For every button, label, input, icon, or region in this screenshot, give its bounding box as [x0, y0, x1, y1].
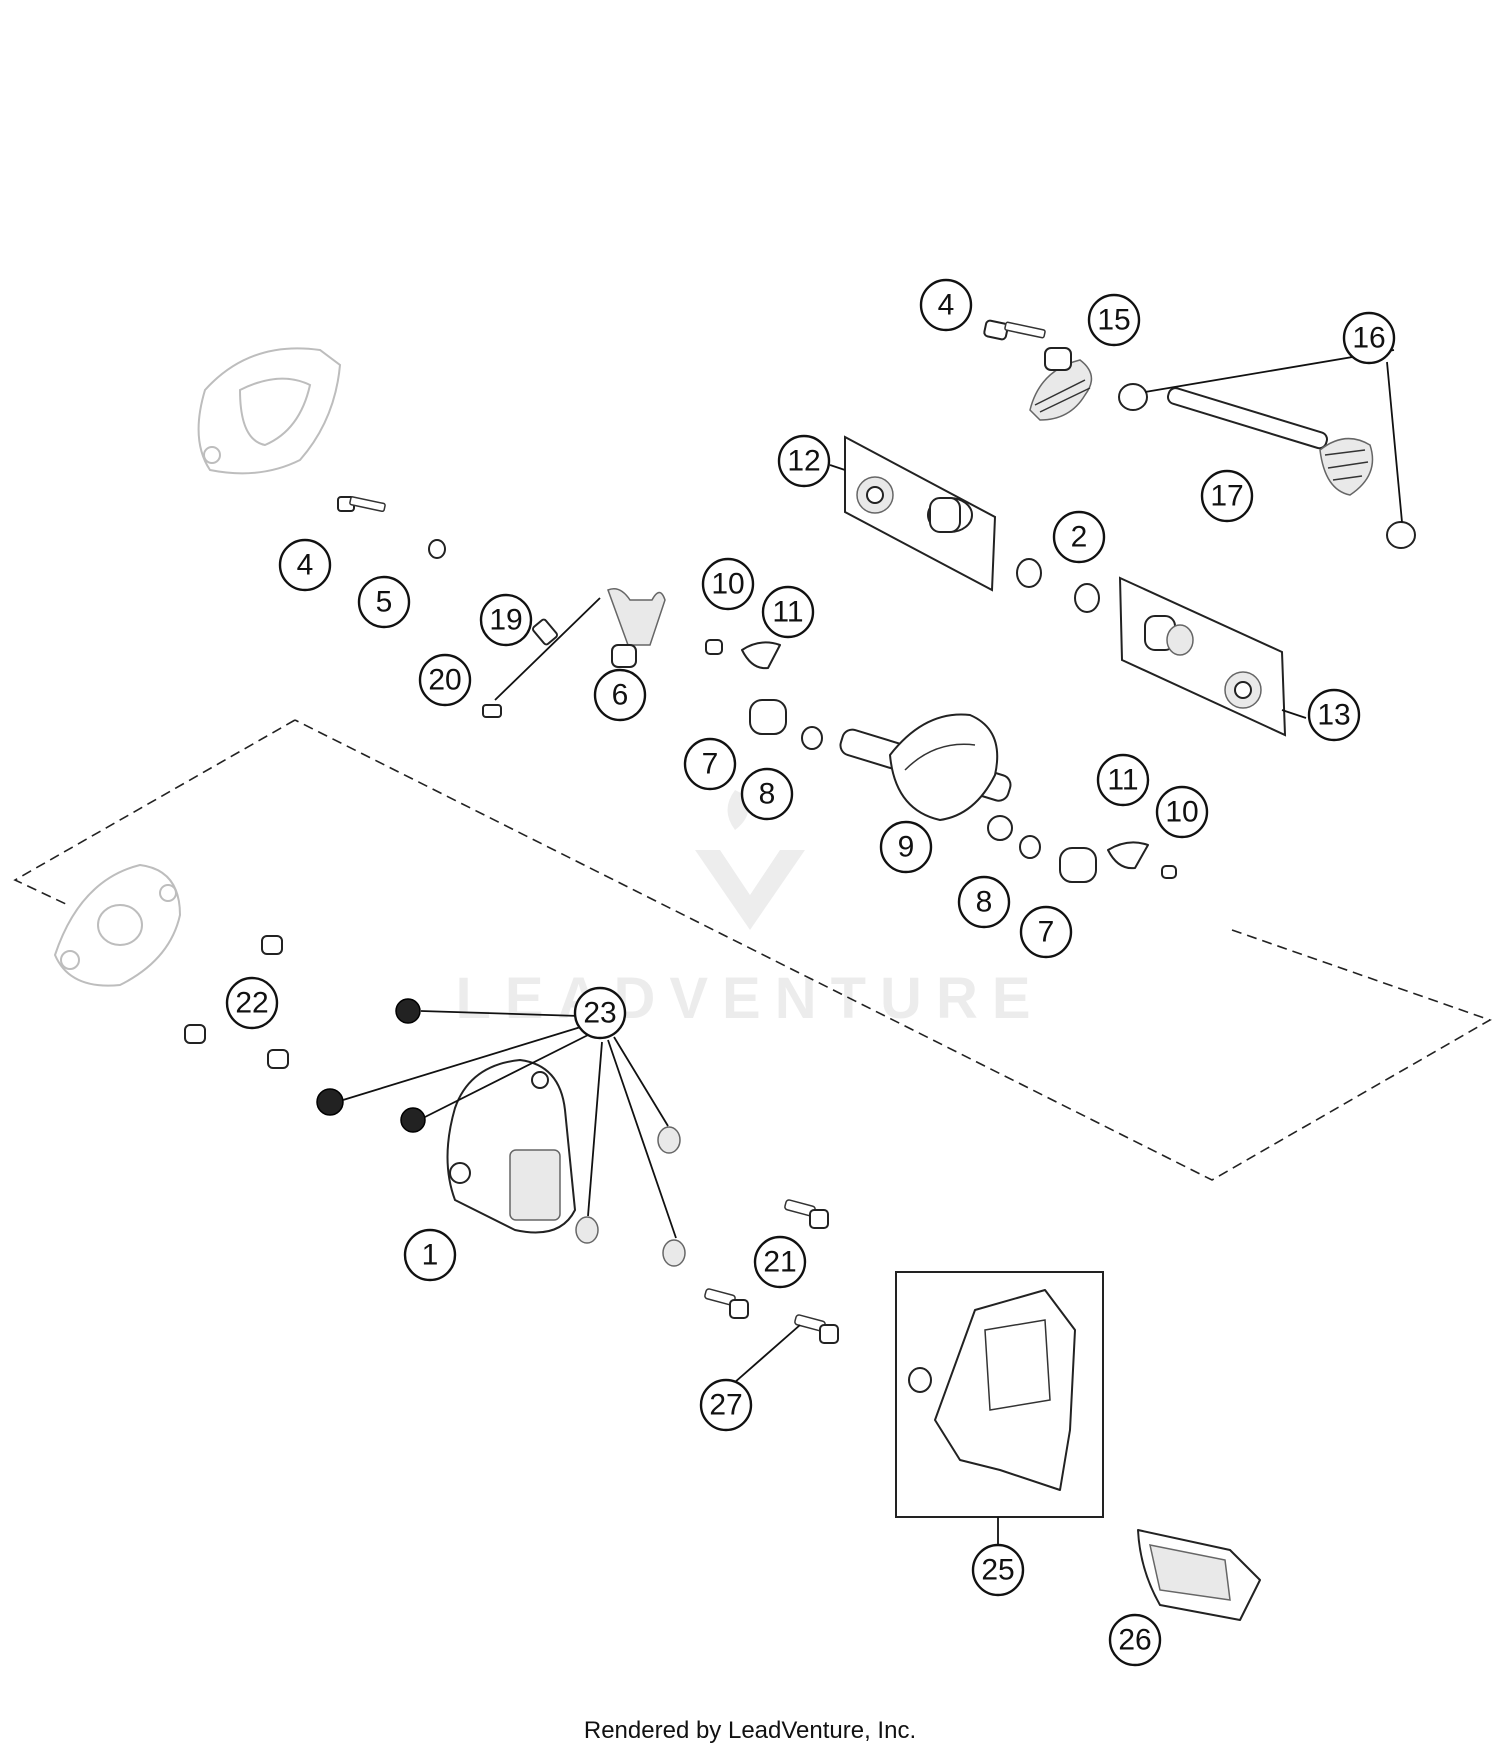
bolt-part-4-left: [337, 496, 386, 513]
bushing-part-7-upper: [749, 699, 787, 735]
leader-lines: [342, 349, 1403, 1544]
callout-17: 17: [1200, 469, 1254, 523]
bolt-part-22: [184, 935, 289, 1069]
callout-19: 19: [479, 593, 533, 647]
callout-4: 4: [919, 278, 973, 332]
seal-part-23: [316, 998, 686, 1267]
callout-2: 2: [1052, 510, 1106, 564]
o-ring-part-8-upper: [801, 726, 823, 750]
callout-7: 7: [683, 737, 737, 791]
bolt-part-4-top: [983, 319, 1046, 341]
callout-11: 11: [761, 585, 815, 639]
svg-text:10: 10: [711, 568, 744, 601]
screw-part-10-upper: [705, 639, 723, 655]
svg-text:4: 4: [297, 549, 314, 582]
bushing-part-16: [1118, 383, 1416, 549]
svg-text:26: 26: [1118, 1624, 1151, 1657]
svg-text:2: 2: [1071, 521, 1088, 554]
callout-1: 1: [403, 1228, 457, 1282]
shift-pawl-part-15: [1029, 347, 1093, 421]
callout-7: 7: [1019, 905, 1073, 959]
svg-text:12: 12: [787, 445, 820, 478]
callout-25: 25: [971, 1543, 1025, 1597]
assembly-outline: [13, 719, 1492, 1181]
guard-frame-part-25: [895, 1271, 1104, 1518]
o-ring-part-2: [1016, 558, 1100, 613]
svg-text:11: 11: [772, 596, 803, 629]
bushing-part-7-lower: [1059, 847, 1097, 883]
detent-lever-part-6: [607, 588, 666, 668]
kit-frame-part-13: [1118, 576, 1287, 737]
o-ring-part-8-lower: [1019, 835, 1041, 859]
callout-27: 27: [699, 1378, 753, 1432]
svg-text:27: 27: [709, 1389, 742, 1422]
svg-text:4: 4: [938, 289, 955, 322]
watermark-text: LEADVENTURE: [455, 966, 1044, 1031]
callout-4: 4: [278, 538, 332, 592]
callout-9: 9: [879, 820, 933, 874]
bolt-part-21: [704, 1199, 829, 1319]
screw-part-10-lower: [1161, 865, 1177, 879]
callout-11: 11: [1096, 753, 1150, 807]
callout-20: 20: [418, 653, 472, 707]
shift-shaft-part-17: [1166, 387, 1374, 496]
svg-text:10: 10: [1165, 796, 1198, 829]
svg-text:22: 22: [235, 987, 268, 1020]
svg-text:15: 15: [1097, 304, 1130, 337]
callout-21: 21: [753, 1235, 807, 1289]
callout-10: 10: [701, 557, 755, 611]
svg-text:25: 25: [981, 1554, 1014, 1587]
svg-text:23: 23: [583, 997, 616, 1030]
callout-26: 26: [1108, 1613, 1162, 1667]
footer-credit: Rendered by LeadVenture, Inc.: [584, 1717, 916, 1744]
callout-12: 12: [777, 434, 831, 488]
svg-text:5: 5: [376, 586, 393, 619]
svg-text:6: 6: [612, 679, 629, 712]
svg-text:21: 21: [763, 1246, 796, 1279]
callout-8: 8: [957, 875, 1011, 929]
plate-part-11-lower: [1107, 841, 1149, 870]
bolt-part-27: [794, 1314, 839, 1344]
kit-frame-part-12: [844, 435, 997, 592]
callout-10: 10: [1155, 785, 1209, 839]
callout-8: 8: [740, 767, 794, 821]
callout-22: 22: [225, 976, 279, 1030]
svg-text:17: 17: [1210, 480, 1243, 513]
callout-23: 23: [573, 986, 627, 1040]
svg-text:19: 19: [489, 604, 522, 637]
washer-part-5: [428, 539, 446, 559]
callout-6: 6: [593, 668, 647, 722]
callout-15: 15: [1087, 293, 1141, 347]
cover-part-26: [1137, 1529, 1261, 1621]
plate-part-11-upper: [741, 641, 781, 670]
svg-text:16: 16: [1352, 322, 1385, 355]
callout-5: 5: [357, 575, 411, 629]
callout-13: 13: [1307, 688, 1361, 742]
svg-text:7: 7: [1038, 916, 1055, 949]
svg-text:11: 11: [1107, 764, 1138, 797]
bolt-part-20: [482, 704, 502, 718]
cover-part-faded-left: [53, 863, 182, 987]
svg-text:13: 13: [1317, 699, 1350, 732]
housing-part-1: [446, 1059, 576, 1234]
svg-text:8: 8: [759, 778, 776, 811]
callout-16: 16: [1342, 311, 1396, 365]
cover-part-faded-top: [197, 347, 342, 475]
shift-drum-part-9: [839, 713, 1013, 841]
svg-text:1: 1: [422, 1239, 439, 1272]
svg-text:9: 9: [898, 831, 915, 864]
svg-text:8: 8: [976, 886, 993, 919]
svg-text:20: 20: [428, 664, 461, 697]
svg-text:7: 7: [702, 748, 719, 781]
spring-part-19: [494, 597, 601, 701]
